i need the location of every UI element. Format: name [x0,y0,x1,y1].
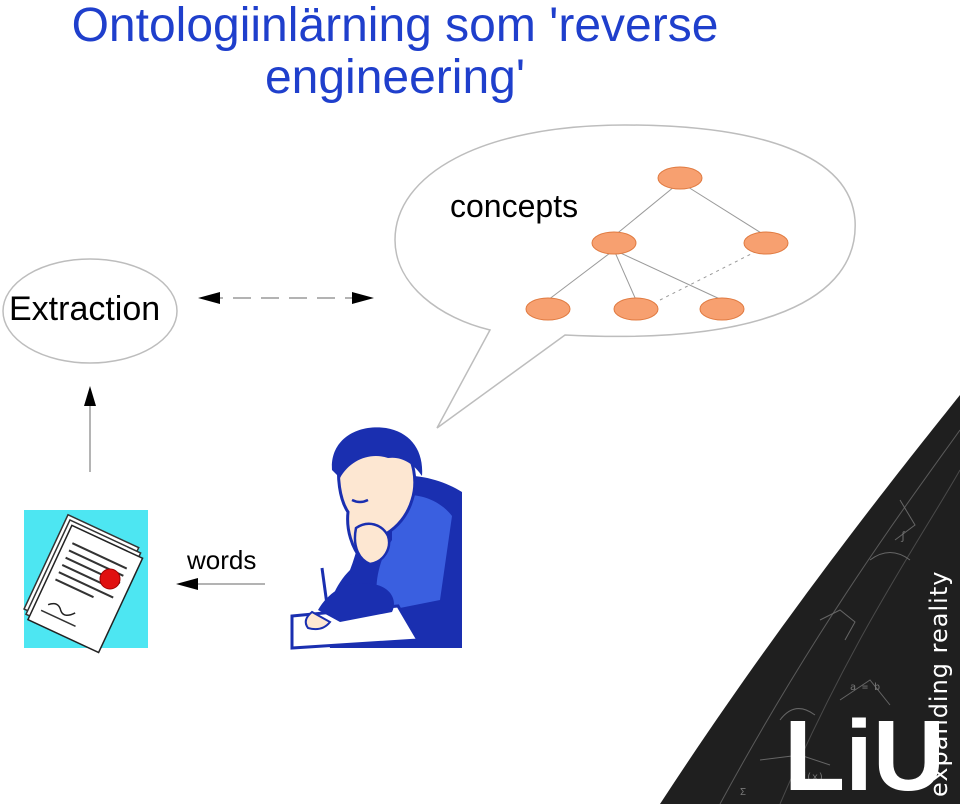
liu-tagline: expanding reality [925,571,953,797]
concept-node-root [657,166,703,190]
extraction-label: Extraction [9,290,161,328]
thinking-man-clipart [290,427,462,650]
concept-node-leaf-3 [699,297,745,321]
up-arrow [84,386,96,472]
slide-title: Ontologiinlärning som 'reverse engineeri… [0,0,820,104]
seal-icon [99,568,121,590]
concept-node-right [743,231,789,255]
dashed-double-arrow [198,292,374,304]
words-arrow [176,578,265,590]
title-line-1: Ontologiinlärning som 'reverse [71,0,719,52]
concept-thought-bubble [394,124,856,429]
extraction-ellipse [2,258,178,364]
title-line-2: engineering' [264,51,526,104]
svg-text:f(x): f(x) [800,772,824,783]
concept-node-leaf-1 [525,297,571,321]
svg-text:a = b: a = b [850,682,880,693]
concept-node-leaf-2 [613,297,659,321]
concept-node-left [591,231,637,255]
liu-logo: LiU [784,700,945,804]
svg-text:∫: ∫ [900,531,906,543]
concept-tree [525,166,789,321]
concepts-label: concepts [450,188,579,224]
liu-corner-graphic: a = b f(x) ∫ Σ [660,395,960,804]
document-clipart [23,510,148,654]
svg-text:Σ: Σ [740,787,746,798]
words-label: words [187,545,257,575]
